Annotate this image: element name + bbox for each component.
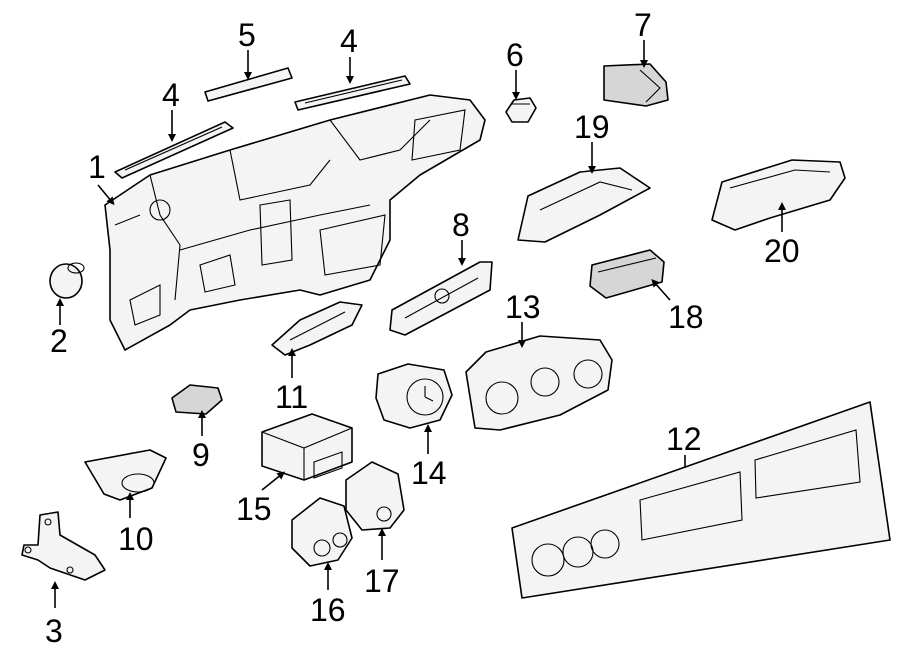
vent-housing-part	[84, 449, 167, 501]
leader-15	[261, 471, 286, 491]
cap-part	[49, 262, 85, 299]
callout-13: 13	[505, 289, 541, 325]
callout-7: 7	[634, 7, 652, 43]
switch-part	[603, 63, 669, 107]
callout-18: 18	[668, 299, 704, 335]
callout-3: 3	[45, 613, 63, 649]
callout-20: 20	[764, 233, 800, 269]
control-head-part	[291, 497, 353, 567]
callout-4-right: 4	[340, 23, 358, 59]
control-module-part	[261, 413, 353, 481]
callout-11: 11	[275, 379, 308, 415]
callout-10: 10	[118, 521, 154, 557]
instrument-panel-part	[104, 94, 486, 351]
leader-lines	[51, 40, 786, 608]
defroster-grille-right-part	[294, 75, 411, 111]
control-head-2-part	[345, 461, 405, 531]
callout-14: 14	[411, 455, 447, 491]
callout-4-left: 4	[162, 77, 180, 113]
vent-bezel-part	[389, 261, 493, 336]
support-bracket-part	[271, 301, 363, 356]
callout-labels: 1 2 3 4 5 4 6 7 8 9 10 11 12 13 14 15 16…	[45, 7, 800, 649]
callout-6: 6	[506, 37, 524, 73]
vent-panel-part	[589, 249, 665, 299]
bracket-part	[21, 511, 106, 581]
switch-panel-part	[171, 384, 223, 415]
glove-box-door-part	[517, 167, 651, 243]
knob-part	[505, 97, 537, 123]
clock-part	[375, 363, 453, 429]
callout-8: 8	[452, 207, 470, 243]
leader-18	[651, 279, 671, 301]
callout-1: 1	[88, 149, 106, 185]
center-trim-part	[204, 67, 293, 102]
callout-16: 16	[310, 592, 346, 628]
callout-5: 5	[238, 17, 256, 53]
glove-box-bin-part	[711, 159, 846, 231]
callout-9: 9	[192, 437, 210, 473]
defroster-grille-left-part	[114, 121, 234, 179]
callout-17: 17	[364, 563, 400, 599]
callout-12: 12	[666, 421, 702, 457]
callout-15: 15	[236, 491, 272, 527]
callout-2: 2	[50, 323, 68, 359]
trim-panel-part	[511, 401, 891, 599]
instrument-cluster-part	[465, 335, 613, 431]
leader-1	[97, 184, 115, 206]
callout-19: 19	[574, 109, 610, 145]
